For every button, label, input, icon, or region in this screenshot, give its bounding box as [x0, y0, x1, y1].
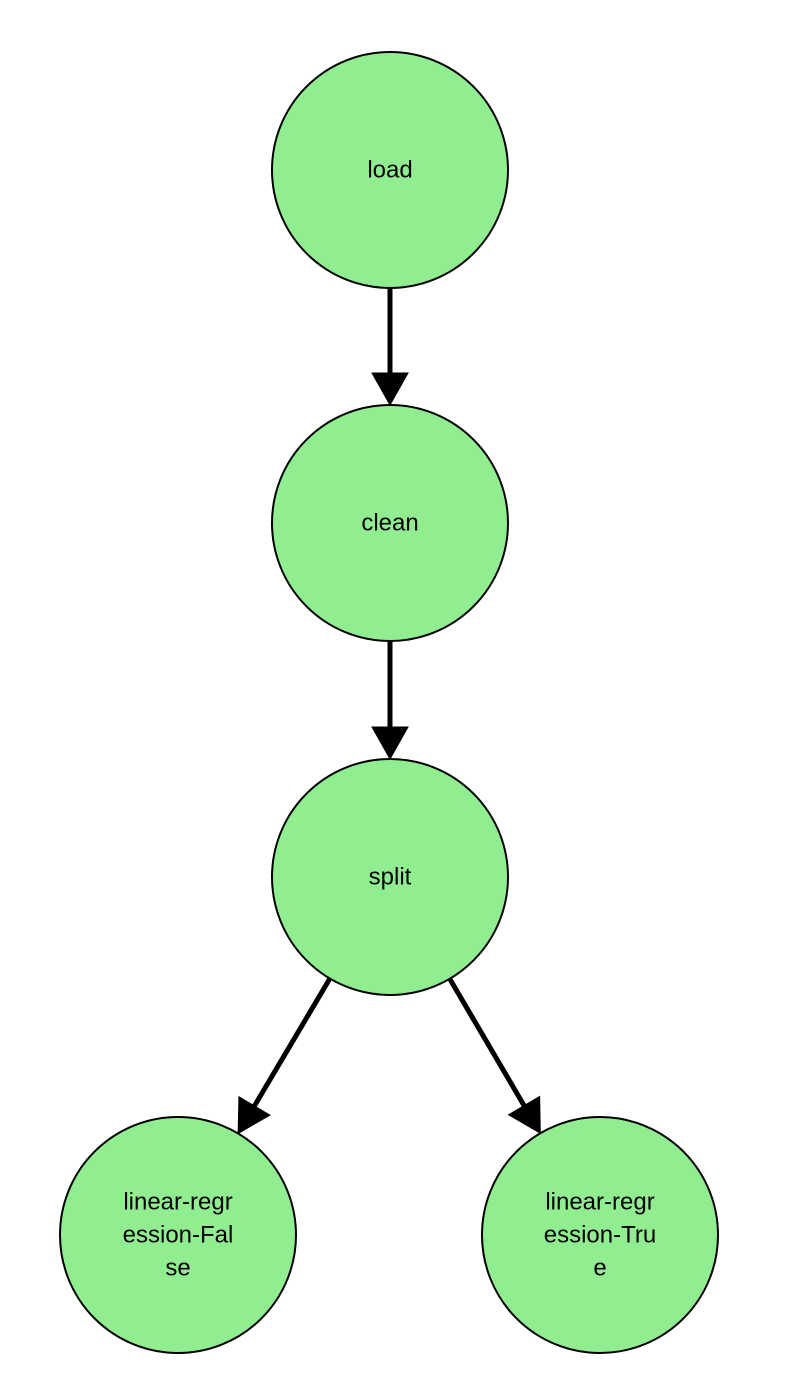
arrowhead-icon — [507, 1095, 541, 1135]
node-clean[interactable]: clean — [271, 404, 509, 642]
edge-clean-to-split — [371, 641, 409, 761]
node-label-line: linear-regr — [123, 1189, 232, 1216]
node-circle[interactable] — [59, 1116, 297, 1354]
edge-line — [447, 977, 528, 1109]
node-label-line: load — [367, 157, 412, 184]
node-label-line: split — [369, 864, 412, 891]
edge-split-to-linear-regression-true — [447, 977, 541, 1135]
node-label-line: ession-Fal — [123, 1222, 234, 1249]
nodes-layer: loadcleansplitlinear-regression-Falselin… — [59, 51, 719, 1354]
edge-split-to-linear-regression-false — [237, 977, 333, 1135]
edge-load-to-clean — [371, 288, 409, 407]
edges-layer — [237, 288, 541, 1135]
arrowhead-icon — [237, 1095, 271, 1135]
node-load[interactable]: load — [271, 51, 509, 289]
node-label-line: e — [593, 1255, 606, 1282]
node-linear-regression-true[interactable]: linear-regr ession-Tru e — [481, 1116, 719, 1354]
node-label-line: linear-regr — [545, 1189, 654, 1216]
node-circle[interactable] — [271, 758, 509, 996]
node-linear-regression-false[interactable]: linear-regr ession-Fal se — [59, 1116, 297, 1354]
node-label-line: clean — [361, 510, 418, 537]
arrowhead-icon — [371, 726, 409, 761]
node-circle[interactable] — [271, 404, 509, 642]
node-label-line: se — [165, 1255, 190, 1282]
node-split[interactable]: split — [271, 758, 509, 996]
node-label-line: ession-Tru — [544, 1222, 656, 1249]
node-circle[interactable] — [481, 1116, 719, 1354]
arrowhead-icon — [371, 372, 409, 407]
node-circle[interactable] — [271, 51, 509, 289]
edge-line — [251, 977, 333, 1109]
